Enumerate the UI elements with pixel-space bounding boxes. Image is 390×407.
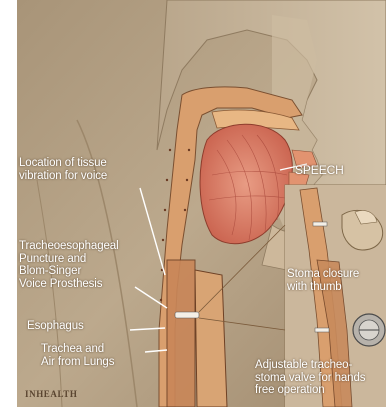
label-trachea: Trachea and Air from Lungs xyxy=(41,343,114,368)
prosthesis xyxy=(175,312,199,318)
esophagus-tube xyxy=(167,260,195,407)
diagram-frame: Location of tissue vibration for voice S… xyxy=(17,0,386,407)
label-stoma-closure: Stoma closure with thumb xyxy=(287,268,359,293)
inset-prosthesis-lower xyxy=(315,328,329,332)
inset-prosthesis xyxy=(313,222,327,226)
brand-logo-text: INHEALTH xyxy=(25,389,78,399)
label-speech: SPEECH xyxy=(295,164,344,177)
trachea-tube xyxy=(195,270,227,407)
label-valve: Adjustable tracheo- stoma valve for hand… xyxy=(255,359,365,397)
label-esophagus: Esophagus xyxy=(27,320,84,333)
label-tissue-vibration: Location of tissue vibration for voice xyxy=(19,157,107,182)
label-puncture: Tracheoesophageal Puncture and Blom-Sing… xyxy=(19,240,119,290)
